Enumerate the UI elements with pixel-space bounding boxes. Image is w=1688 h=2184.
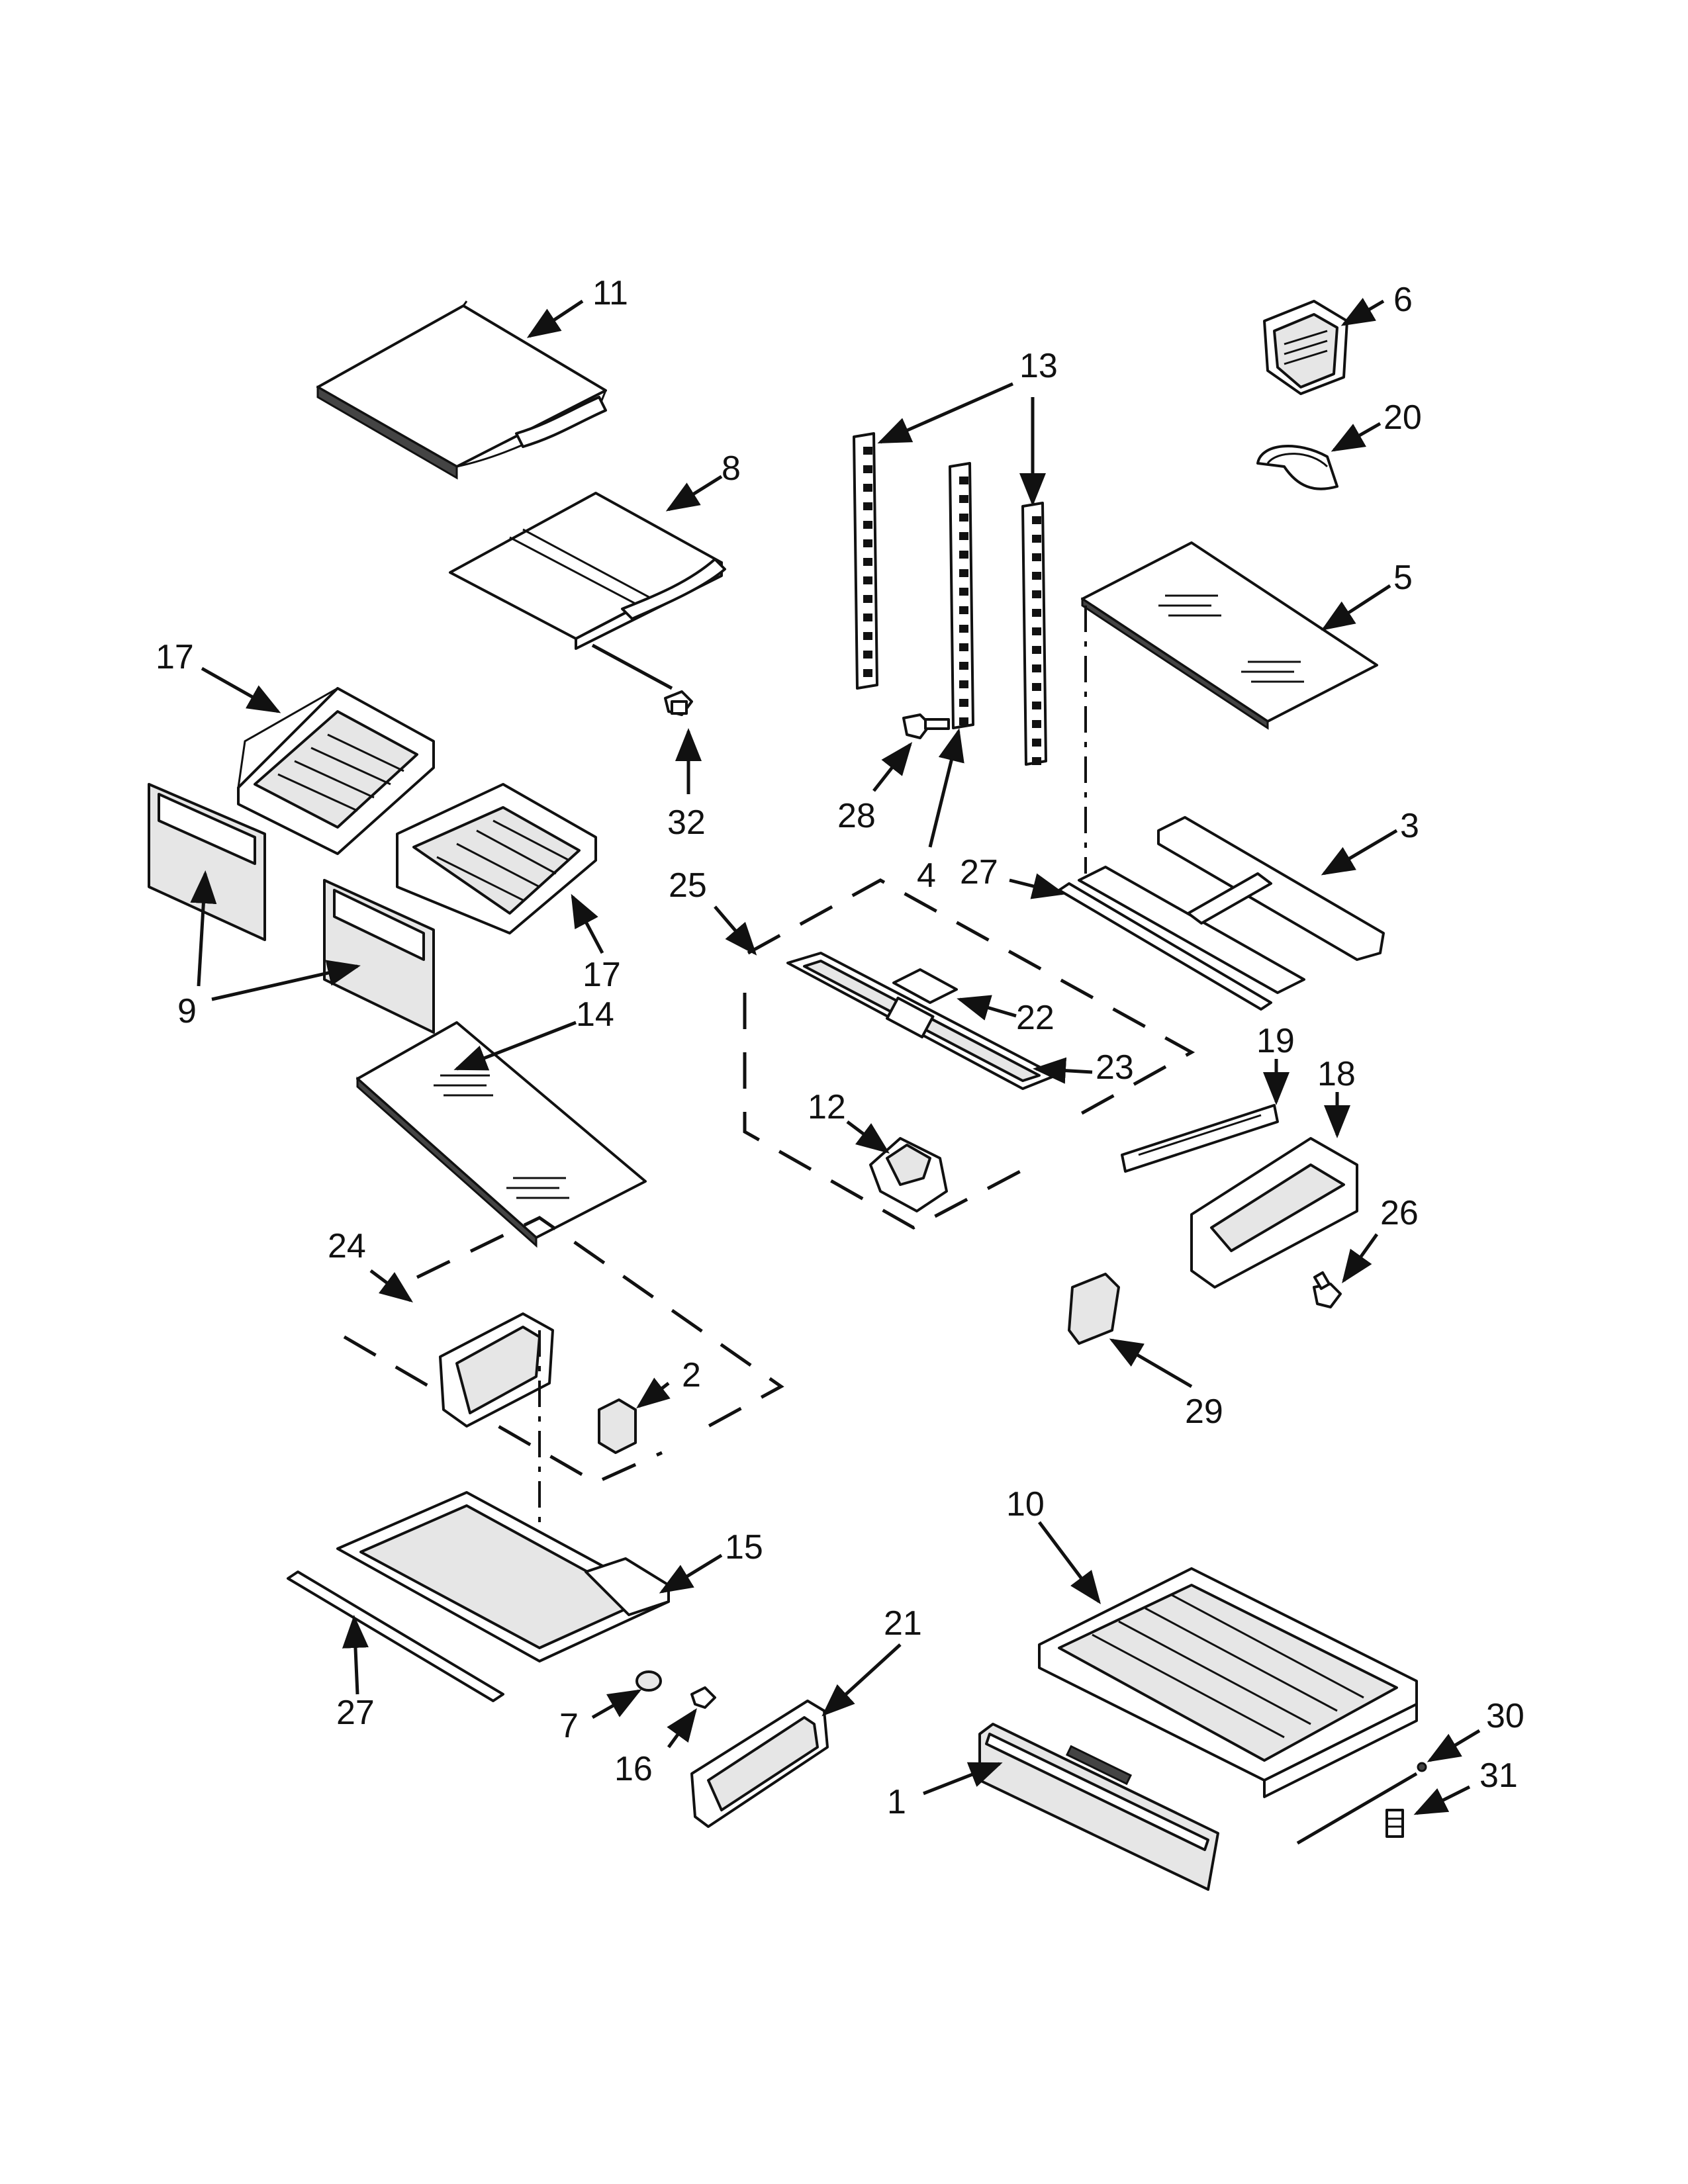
callout-4: 4	[917, 856, 936, 895]
bracket-part	[1190, 1137, 1358, 1289]
drawer-cover-part	[336, 1491, 670, 1662]
crisper-left-part	[237, 687, 435, 855]
glass-left-part	[356, 1021, 647, 1248]
trim-strip-lower-part	[287, 1570, 504, 1702]
screw-bumper-part	[690, 1686, 716, 1709]
callout-20: 20	[1383, 398, 1422, 437]
callout-9: 9	[177, 992, 197, 1030]
callout-31: 31	[1479, 1756, 1518, 1795]
pan-drawer-part	[1038, 1567, 1418, 1798]
screw-drawer-part	[1385, 1809, 1404, 1838]
callout-21: 21	[884, 1604, 922, 1643]
callout-27a: 27	[960, 853, 998, 891]
callout-11: 11	[592, 274, 628, 312]
callout-3: 3	[1400, 807, 1419, 845]
glass-right-part	[1081, 541, 1378, 730]
callout-8: 8	[722, 449, 741, 488]
callout-22: 22	[1016, 999, 1055, 1037]
crisper-right-part	[396, 783, 597, 934]
shelf-top-part	[316, 300, 607, 480]
trim-strip-upper-part	[1058, 882, 1272, 1011]
callout-15: 15	[725, 1528, 763, 1567]
pad-part	[1068, 1273, 1120, 1345]
callout-26: 26	[1380, 1194, 1419, 1232]
drawer-slide-part	[690, 1700, 829, 1828]
callout-10: 10	[1006, 1485, 1045, 1524]
light-housing-part	[786, 952, 1057, 1090]
callout-19: 19	[1256, 1022, 1295, 1060]
callout-29: 29	[1185, 1392, 1223, 1431]
callout-7: 7	[559, 1707, 579, 1745]
screw-bracket-part	[1313, 1271, 1342, 1308]
callout-5: 5	[1393, 559, 1413, 597]
callout-14: 14	[576, 995, 614, 1034]
callout-2: 2	[682, 1356, 701, 1394]
bumper-part	[635, 1670, 662, 1692]
light-switch-part	[869, 1137, 948, 1212]
drawer-front-part	[978, 1723, 1219, 1891]
shelf-rail-part	[853, 432, 1047, 766]
shelf-split-part	[449, 492, 726, 650]
callout-1: 1	[887, 1783, 906, 1821]
callout-13: 13	[1019, 347, 1058, 385]
callout-32: 32	[667, 803, 706, 842]
shelf-frame-part	[1078, 816, 1385, 994]
crisper-cover-part	[148, 783, 435, 1034]
callout-24: 24	[328, 1227, 366, 1265]
callout-16: 16	[614, 1750, 653, 1788]
screw-shelf-part	[664, 690, 693, 716]
callout-17a: 17	[156, 638, 194, 676]
callout-25: 25	[669, 866, 707, 905]
callout-23: 23	[1096, 1048, 1134, 1087]
callout-30: 30	[1486, 1697, 1524, 1735]
clip-part	[1417, 1762, 1427, 1772]
callout-28: 28	[837, 797, 876, 835]
callout-17b: 17	[583, 956, 621, 994]
callout-27b: 27	[336, 1694, 375, 1732]
callout-12: 12	[808, 1088, 846, 1126]
light-lens-part	[892, 968, 958, 1004]
callout-18: 18	[1317, 1055, 1356, 1093]
callout-6: 6	[1393, 281, 1413, 319]
rail-slots	[863, 447, 1041, 765]
control-knob-part	[598, 1398, 637, 1454]
control-housing-part	[439, 1312, 554, 1428]
slide-rail-part	[1121, 1104, 1279, 1173]
dispenser-cap-part	[1263, 300, 1348, 395]
screw-rail-part	[902, 713, 950, 739]
dispenser-cup-part	[1256, 445, 1338, 490]
